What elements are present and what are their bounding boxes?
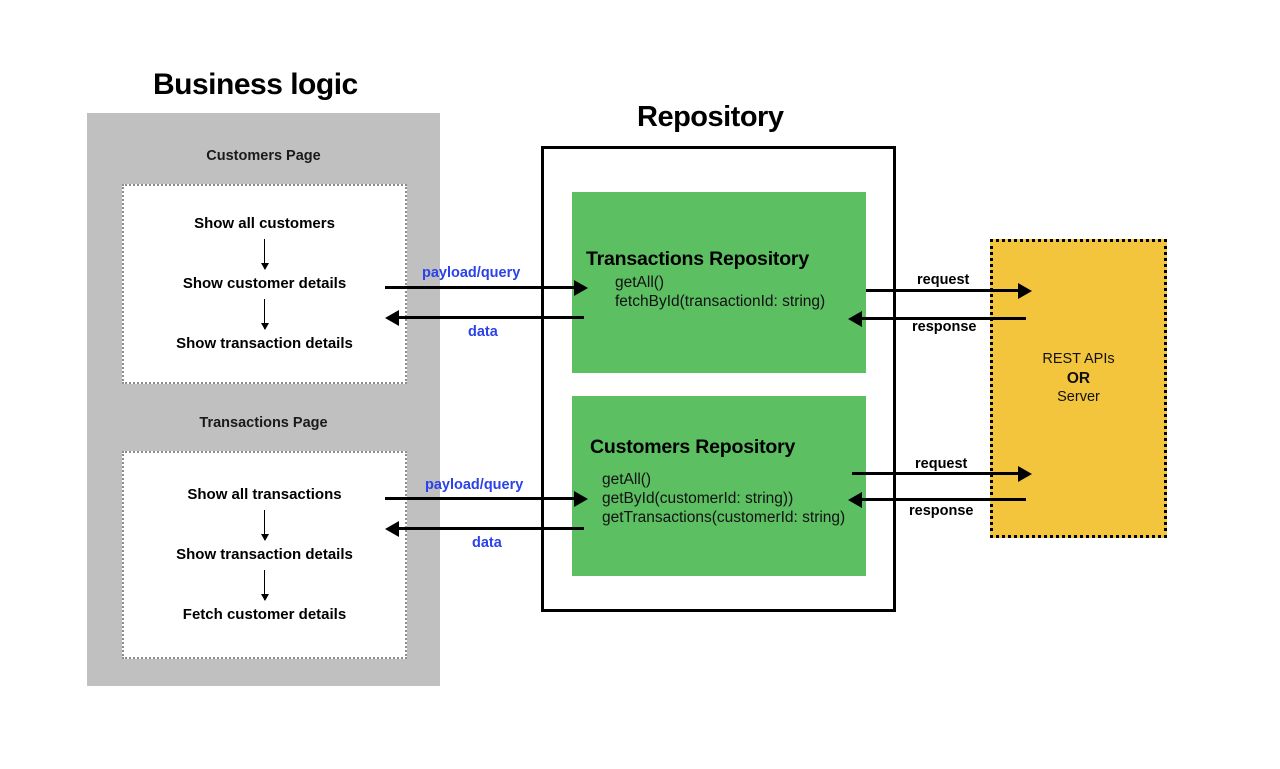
down-arrow-icon — [260, 239, 269, 270]
edge-label-bottom-request: request — [915, 456, 968, 472]
edge-line-top-response — [862, 317, 1026, 320]
edge-label-top-data: data — [468, 324, 498, 340]
server-line-or: OR — [1066, 370, 1091, 387]
server-line-rest-apis: REST APIs — [1042, 351, 1115, 367]
transactions-page-label: Transactions Page — [199, 415, 328, 431]
edge-label-bottom-data: data — [472, 535, 502, 551]
arrow-left-icon — [848, 492, 862, 508]
transactions-repository-title: Transactions Repository — [586, 248, 809, 270]
method-line: getAll() — [602, 471, 652, 488]
edge-label-bottom-payload: payload/query — [425, 477, 524, 493]
arrow-right-icon — [1018, 466, 1032, 482]
server-box-text: REST APIs OR Server — [993, 350, 1164, 407]
edge-line-top-request — [866, 289, 1020, 292]
flow-step: Show all transactions — [187, 486, 342, 503]
customers-repository-title: Customers Repository — [590, 436, 796, 458]
flow-step: Show all customers — [194, 215, 335, 232]
flow-step: Show transaction details — [176, 335, 353, 352]
transactions-repository-card: Transactions Repository getAll() fetchBy… — [572, 192, 866, 373]
transactions-page-flow-box: Show all transactions Show transaction d… — [122, 451, 407, 659]
customers-page-flow-box: Show all customers Show customer details… — [122, 184, 407, 384]
down-arrow-icon — [260, 510, 269, 541]
arrow-right-icon — [574, 491, 588, 507]
edge-line-top-payload — [385, 286, 574, 289]
business-logic-panel: Customers Page Show all customers Show c… — [87, 113, 440, 686]
customers-repository-card: Customers Repository getAll() getById(cu… — [572, 396, 866, 576]
arrow-right-icon — [1018, 283, 1032, 299]
method-line: getTransactions(customerId: string) — [602, 509, 846, 526]
customers-page-label: Customers Page — [206, 148, 321, 164]
method-line: fetchById(transactionId: string) — [615, 293, 826, 310]
edge-label-top-response: response — [912, 319, 977, 335]
server-line-server: Server — [1057, 389, 1100, 405]
flow-step: Fetch customer details — [182, 606, 347, 623]
edge-label-bottom-response: response — [909, 503, 974, 519]
edge-line-top-data — [399, 316, 584, 319]
repository-title: Repository — [637, 101, 784, 133]
method-line: getAll() — [615, 274, 665, 291]
customers-repository-methods: getAll() getById(customerId: string)) ge… — [602, 470, 845, 527]
transactions-repository-methods: getAll() fetchById(transactionId: string… — [615, 273, 825, 311]
arrow-left-icon — [385, 310, 399, 326]
arrow-left-icon — [848, 311, 862, 327]
edge-line-bottom-payload — [385, 497, 574, 500]
down-arrow-icon — [260, 570, 269, 601]
down-arrow-icon — [260, 299, 269, 330]
business-logic-title: Business logic — [153, 68, 358, 101]
rest-api-server-box: REST APIs OR Server — [990, 239, 1167, 538]
edge-line-bottom-response — [862, 498, 1026, 501]
flow-step: Show customer details — [182, 275, 347, 292]
arrow-right-icon — [574, 280, 588, 296]
flow-step: Show transaction details — [176, 546, 353, 563]
edge-label-top-request: request — [917, 272, 970, 288]
edge-line-bottom-request — [852, 472, 1020, 475]
method-line: getById(customerId: string)) — [602, 490, 794, 507]
edge-label-top-payload: payload/query — [422, 265, 521, 281]
arrow-left-icon — [385, 521, 399, 537]
edge-line-bottom-data — [399, 527, 584, 530]
